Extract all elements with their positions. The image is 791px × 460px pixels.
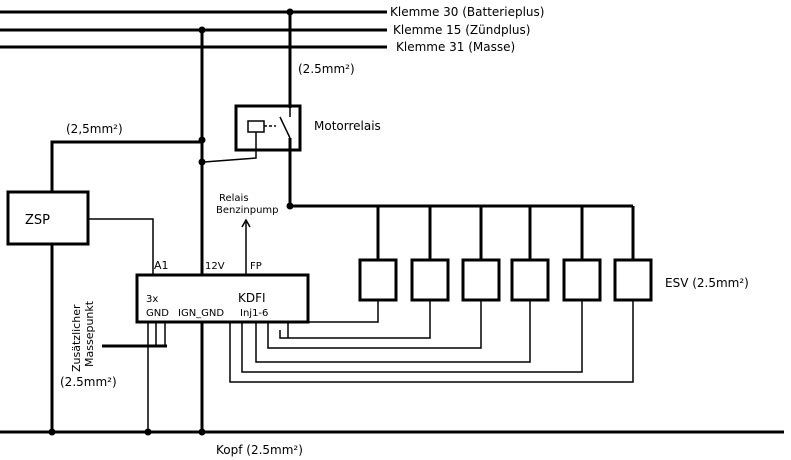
fp-relay-label-2: Benzinpump bbox=[216, 205, 279, 216]
kdfi-title: KDFI bbox=[238, 291, 266, 305]
injector-5 bbox=[241, 206, 602, 373]
relay-switch bbox=[279, 116, 291, 139]
wire-zsp-to-a1 bbox=[88, 218, 154, 275]
label-klemme-30: Klemme 30 (Batterieplus) bbox=[390, 5, 544, 19]
injector-2 bbox=[279, 206, 450, 339]
zsp-wire-size: (2,5mm²) bbox=[66, 122, 123, 136]
junction-dot bbox=[144, 428, 152, 436]
pin-fp-label: FP bbox=[250, 261, 262, 272]
extra-ground-label-2: Massepunkt bbox=[83, 300, 96, 367]
pin-a1-label: A1 bbox=[154, 259, 169, 272]
motor-relay-box bbox=[234, 104, 302, 152]
label-klemme-31: Klemme 31 (Masse) bbox=[396, 40, 515, 54]
junction-dot bbox=[48, 428, 56, 436]
esv-label: ESV (2.5mm²) bbox=[665, 276, 749, 290]
junction-dot bbox=[198, 158, 206, 166]
pin-12v-label: 12V bbox=[205, 261, 225, 272]
extra-ground-wire-size: (2.5mm²) bbox=[60, 375, 117, 389]
junction-dot bbox=[198, 428, 206, 436]
pin-gnd-label: GND bbox=[146, 308, 169, 319]
wire-relay-coil bbox=[203, 140, 257, 163]
pin-inj-label: Inj1-6 bbox=[240, 308, 268, 319]
injector-1 bbox=[287, 206, 398, 338]
relay-coil bbox=[247, 120, 265, 133]
injector-4 bbox=[255, 206, 550, 363]
fp-arrow-icon bbox=[241, 218, 251, 228]
fp-relay-label-1: Relais bbox=[219, 193, 249, 204]
zsp-label: ZSP bbox=[25, 213, 50, 228]
head-ground-label: Kopf (2.5mm²) bbox=[216, 443, 303, 457]
label-klemme-15: Klemme 15 (Zündplus) bbox=[393, 23, 530, 37]
injector-6 bbox=[229, 206, 653, 383]
extra-ground-label-1: Zusätzlicher bbox=[70, 304, 83, 372]
pin-3x-label: 3x bbox=[146, 294, 158, 305]
pin-ign-gnd-label: IGN_GND bbox=[178, 308, 224, 319]
injector-3 bbox=[267, 206, 501, 349]
relay-wire-size: (2.5mm²) bbox=[298, 62, 355, 76]
zsp-box bbox=[6, 190, 90, 246]
wire-zsp-supply bbox=[50, 140, 202, 192]
motor-relay-label: Motorrelais bbox=[314, 119, 381, 133]
kdfi-box bbox=[135, 273, 310, 324]
